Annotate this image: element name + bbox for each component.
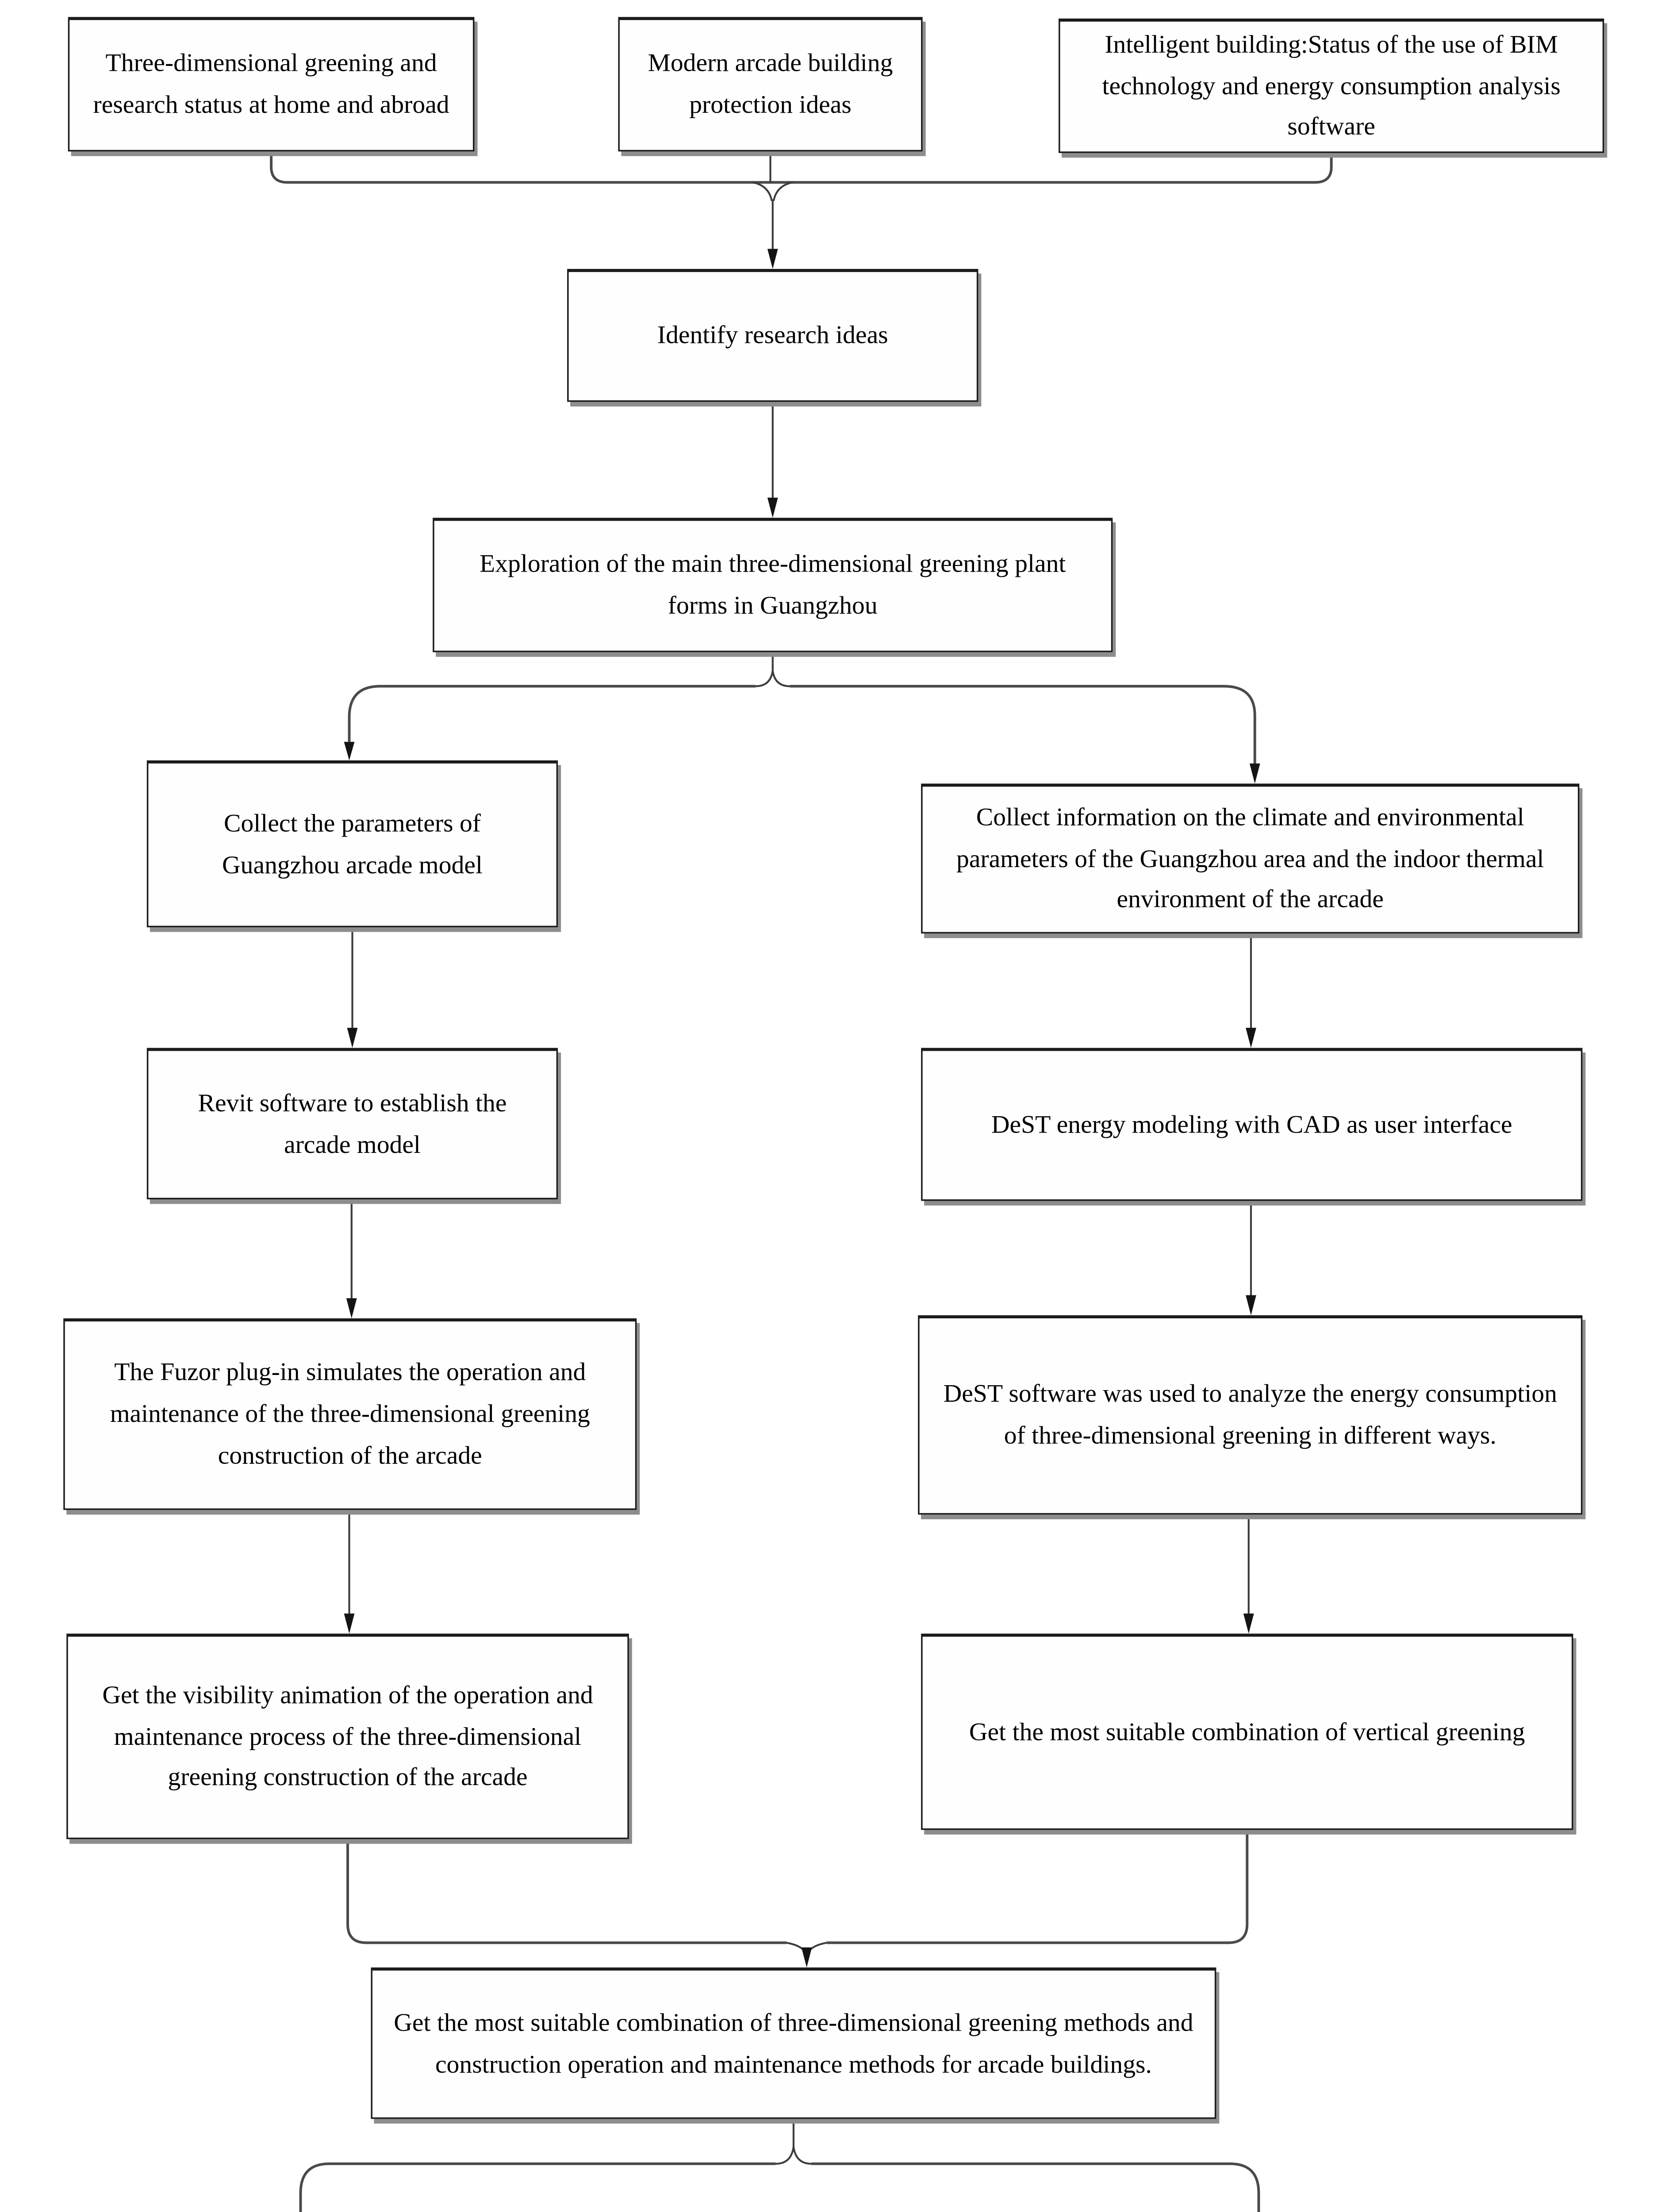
edge-line bbox=[346, 1839, 787, 1944]
node-identify-research-ideas: Identify research ideas bbox=[567, 269, 978, 402]
edge-line bbox=[790, 685, 1256, 765]
edge-line bbox=[348, 685, 756, 742]
arrowhead bbox=[1246, 1295, 1256, 1315]
edge-line bbox=[806, 1942, 827, 1954]
edge-right2-to-right3 bbox=[1246, 1201, 1256, 1315]
arrowhead bbox=[767, 249, 778, 269]
edge-line bbox=[772, 181, 793, 201]
arrowhead bbox=[1243, 1613, 1254, 1634]
arrowhead bbox=[344, 741, 355, 760]
edge-identify-to-explore bbox=[767, 402, 778, 518]
edge-line bbox=[811, 2162, 1260, 2212]
node-fuzor-simulation: The Fuzor plug-in simulates the operatio… bbox=[63, 1318, 637, 1510]
arrowhead bbox=[767, 497, 778, 518]
arrowhead bbox=[347, 1028, 358, 1048]
edge-left2-to-left3 bbox=[346, 1199, 357, 1318]
edge-top-merge bbox=[270, 151, 1333, 269]
node-exploration-greening-forms: Exploration of the main three-dimensiona… bbox=[433, 518, 1113, 653]
edge-line bbox=[771, 670, 790, 687]
node-visibility-animation: Get the visibility animation of the oper… bbox=[66, 1633, 629, 1839]
edge-branches-merge bbox=[346, 1830, 1249, 1968]
edge-line bbox=[299, 2162, 776, 2212]
node-collect-climate-info: Collect information on the climate and e… bbox=[921, 783, 1580, 934]
node-bim-status: Intelligent building:Status of the use o… bbox=[1059, 18, 1604, 153]
edge-left1-to-left2 bbox=[347, 927, 358, 1048]
edge-right1-to-right2 bbox=[1246, 933, 1256, 1048]
node-research-status: Three-dimensional greening and research … bbox=[68, 17, 475, 152]
edge-line bbox=[756, 670, 774, 687]
node-collect-arcade-parameters: Collect the parameters of Guangzhou arca… bbox=[146, 760, 558, 928]
edge-merge-split bbox=[299, 2119, 1260, 2212]
edge-line bbox=[752, 181, 773, 201]
arrowhead bbox=[344, 1613, 355, 1634]
edge-line bbox=[792, 2147, 812, 2165]
edge-right3-to-right4 bbox=[1243, 1514, 1254, 1634]
arrowhead bbox=[1249, 763, 1260, 784]
edge-line bbox=[775, 2147, 794, 2165]
node-dest-energy-modeling: DeST energy modeling with CAD as user in… bbox=[921, 1048, 1583, 1201]
edge-line bbox=[786, 1942, 807, 1954]
arrowhead bbox=[346, 1298, 357, 1318]
node-protection-ideas: Modern arcade building protection ideas bbox=[618, 17, 923, 152]
node-vertical-greening-combination: Get the most suitable combination of ver… bbox=[921, 1633, 1573, 1830]
arrowhead bbox=[801, 1947, 812, 1968]
edge-line bbox=[270, 151, 1333, 184]
node-revit-model: Revit software to establish the arcade m… bbox=[146, 1048, 558, 1199]
arrowhead bbox=[1246, 1028, 1256, 1048]
node-dest-energy-analysis: DeST software was used to analyze the en… bbox=[918, 1315, 1583, 1515]
edge-line bbox=[827, 1830, 1249, 1944]
node-best-combination: Get the most suitable combination of thr… bbox=[371, 1967, 1216, 2119]
edge-left3-to-left4 bbox=[344, 1510, 355, 1634]
